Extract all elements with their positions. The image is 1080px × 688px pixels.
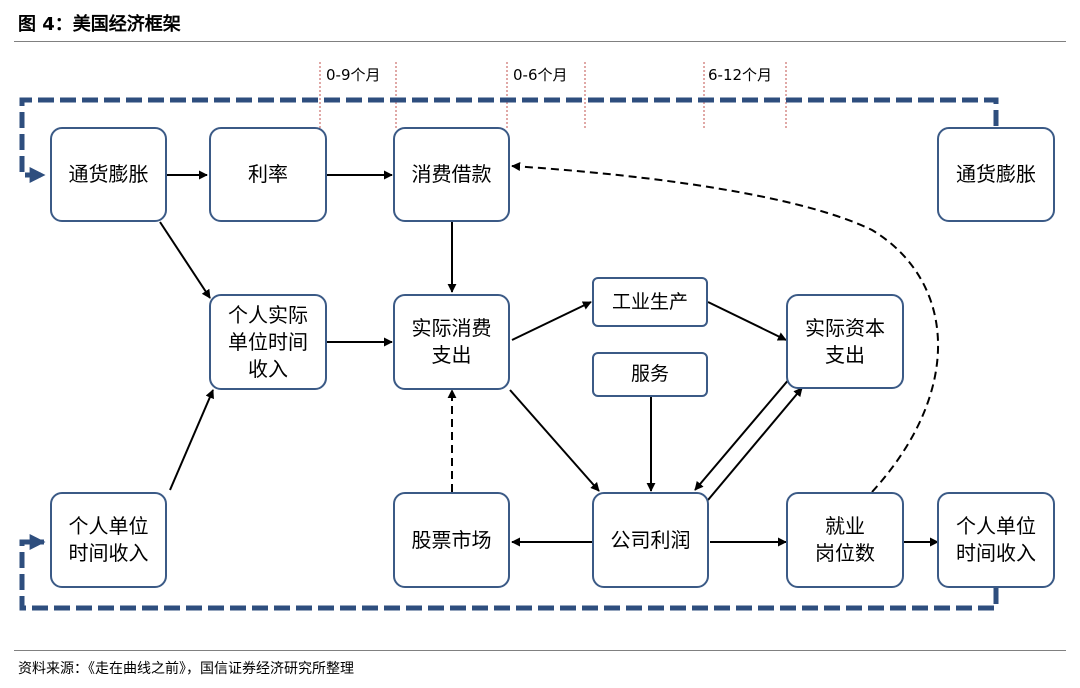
node-label: 个人单位 时间收入 — [956, 514, 1036, 565]
arrow-hourlyincome-to-realincome — [169, 389, 214, 491]
arrow-employment-to-credit — [511, 162, 940, 493]
node-label: 实际消费 支出 — [411, 316, 492, 367]
node-services: 服务 — [592, 352, 708, 397]
node-industrial-production: 工业生产 — [592, 277, 708, 327]
node-label: 消费借款 — [411, 162, 492, 186]
figure-title: 图 4：美国经济框架 — [18, 14, 181, 35]
node-stock-market: 股票市场 — [393, 492, 510, 588]
node-inflation-left: 通货膨胀 — [50, 127, 167, 222]
node-label: 个人实际 单位时间 收入 — [228, 302, 308, 381]
node-hourly-income-right: 个人单位 时间收入 — [937, 492, 1055, 588]
lag-label: 0-6个月 — [513, 66, 568, 84]
node-label: 利率 — [248, 162, 288, 186]
arrow-profits-to-capex — [707, 387, 803, 501]
bottom-feedback-loop — [19, 534, 999, 611]
arrow-industrial-to-capex — [707, 301, 787, 341]
top-feedback-loop — [19, 97, 999, 183]
arrow-consumption-to-profits — [509, 389, 600, 492]
node-label: 工业生产 — [611, 290, 688, 313]
source-note: 资料来源：《走在曲线之前》，国信证券经济研究所整理 — [18, 661, 354, 677]
arrow-capex-to-profits — [694, 377, 791, 491]
node-label: 通货膨胀 — [956, 162, 1036, 186]
node-label: 服务 — [630, 363, 669, 385]
node-label: 实际资本 支出 — [805, 315, 885, 367]
node-consumer-credit: 消费借款 — [393, 127, 510, 222]
node-label: 通货膨胀 — [68, 162, 149, 186]
node-employment: 就业 岗位数 — [786, 492, 904, 588]
node-real-capex: 实际资本 支出 — [786, 294, 904, 389]
node-inflation-right: 通货膨胀 — [937, 127, 1055, 222]
lag-label: 6-12个月 — [708, 66, 773, 84]
node-label: 股票市场 — [411, 527, 492, 552]
node-label: 就业 岗位数 — [815, 514, 875, 565]
arrow-consumption-to-industrial — [511, 301, 592, 341]
node-label: 公司利润 — [610, 527, 691, 552]
node-corporate-profits: 公司利润 — [592, 492, 709, 588]
node-real-consumption: 实际消费 支出 — [393, 294, 510, 390]
node-label: 个人单位 时间收入 — [68, 514, 149, 565]
top-divider — [14, 41, 1066, 42]
arrow-inflation-to-realincome — [159, 221, 211, 299]
node-hourly-income-left: 个人单位 时间收入 — [50, 492, 167, 588]
lag-label: 0-9个月 — [326, 66, 381, 84]
bottom-divider — [14, 650, 1066, 651]
node-interest-rate: 利率 — [209, 127, 327, 222]
node-real-income: 个人实际 单位时间 收入 — [209, 294, 327, 390]
